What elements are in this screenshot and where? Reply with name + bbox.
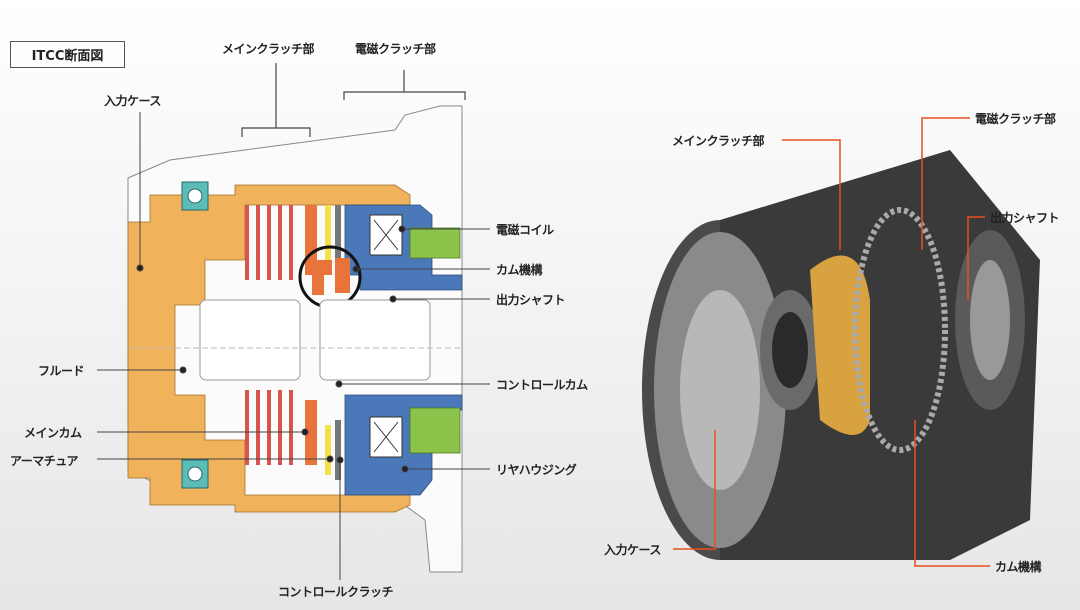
label-main-clutch: メインクラッチ部 [222, 42, 315, 56]
label-rear-housing: リヤハウジング [496, 463, 577, 477]
section-brackets [241, 63, 466, 137]
input-case-shape [127, 184, 411, 513]
label-fluid: フルード [38, 364, 85, 378]
label-armature: アーマチュア [10, 454, 79, 468]
label-output-shaft: 出力シャフト [496, 293, 566, 307]
label-cam-mechanism: カム機構 [496, 263, 543, 277]
label-em-clutch: 電磁クラッチ部 [355, 42, 436, 56]
label-input-case: 入力ケース [104, 94, 161, 108]
label-control-clutch: コントロールクラッチ [278, 585, 394, 599]
label-3d-input-case: 入力ケース [604, 543, 661, 557]
label-3d-main-clutch: メインクラッチ部 [672, 134, 765, 148]
label-3d-output-shaft: 出力シャフト [990, 211, 1060, 225]
label-3d-em-clutch: 電磁クラッチ部 [975, 112, 1056, 126]
label-control-cam: コントロールカム [496, 378, 588, 392]
label-3d-cam-mechanism: カム機構 [995, 560, 1042, 574]
clutch-plates [245, 205, 341, 480]
itcc-3d-cutaway [642, 150, 1040, 560]
label-main-cam: メインカム [24, 426, 82, 440]
label-em-coil: 電磁コイル [496, 223, 554, 237]
diagram-title: ITCC断面図 [10, 41, 125, 68]
